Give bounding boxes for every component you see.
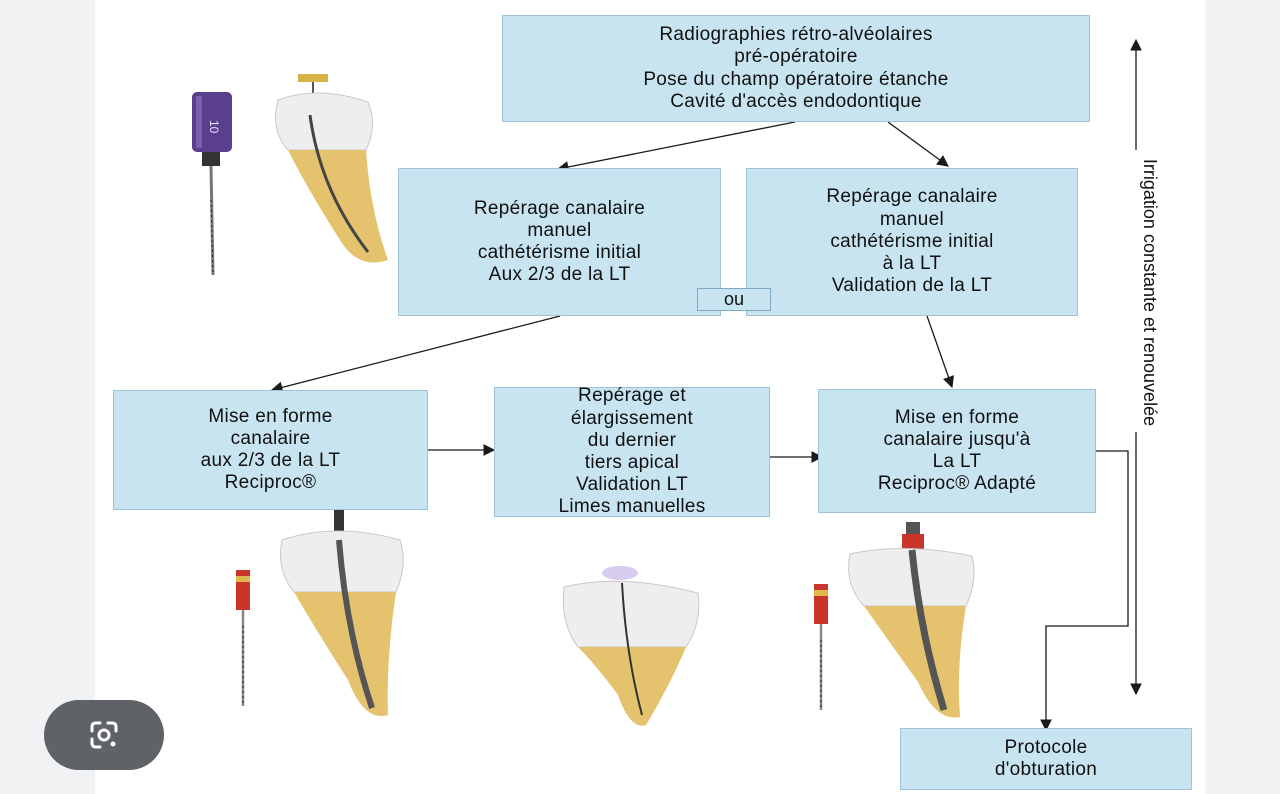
- or-label: ou: [697, 288, 771, 311]
- file-size-label: 10: [207, 120, 221, 134]
- box-preoperative-text: Radiographies rétro-alvéolaires pré-opér…: [643, 24, 948, 113]
- irrigation-label: Irrigation constante et renouvelée: [1135, 156, 1165, 428]
- box-shaping-two-thirds-text: Mise en forme canalaire aux 2/3 de la LT…: [201, 406, 341, 495]
- arrow-top-to-left: [558, 122, 795, 169]
- box-initial-two-thirds: Repérage canalaire manuel cathétérisme i…: [398, 168, 721, 316]
- tooth-illustration-bottom-left: [276, 510, 411, 725]
- tooth-illustration-top: [248, 70, 388, 270]
- box-initial-full-length-text: Repérage canalaire manuel cathétérisme i…: [826, 186, 997, 297]
- box-preoperative: Radiographies rétro-alvéolaires pré-opér…: [502, 15, 1090, 122]
- reciproc-file-illustration-right: [806, 580, 836, 715]
- irrigation-label-text: Irrigation constante et renouvelée: [1140, 158, 1161, 425]
- box-shaping-full-length-text: Mise en forme canalaire jusqu'à La LT Re…: [878, 407, 1036, 496]
- arrow-top-to-right: [888, 122, 948, 166]
- box-shaping-two-thirds: Mise en forme canalaire aux 2/3 de la LT…: [113, 390, 428, 510]
- box-apical-third: Repérage et élargissement du dernier tie…: [494, 387, 770, 517]
- box-obturation-text: Protocole d'obturation: [995, 737, 1097, 781]
- arrow-right-to-shape: [927, 316, 952, 387]
- google-lens-icon: [84, 715, 124, 755]
- tooth-illustration-bottom-middle: [560, 565, 705, 730]
- reciproc-file-illustration-left: [228, 566, 258, 711]
- arrow-left-to-shape: [272, 316, 560, 390]
- lens-button[interactable]: [44, 700, 164, 770]
- tooth-illustration-bottom-right: [844, 522, 984, 722]
- hand-file-illustration: 10: [186, 90, 236, 280]
- box-shaping-full-length: Mise en forme canalaire jusqu'à La LT Re…: [818, 389, 1096, 513]
- box-obturation: Protocole d'obturation: [900, 728, 1192, 790]
- box-apical-third-text: Repérage et élargissement du dernier tie…: [558, 385, 705, 518]
- box-initial-two-thirds-text: Repérage canalaire manuel cathétérisme i…: [474, 198, 645, 287]
- box-initial-full-length: Repérage canalaire manuel cathétérisme i…: [746, 168, 1078, 316]
